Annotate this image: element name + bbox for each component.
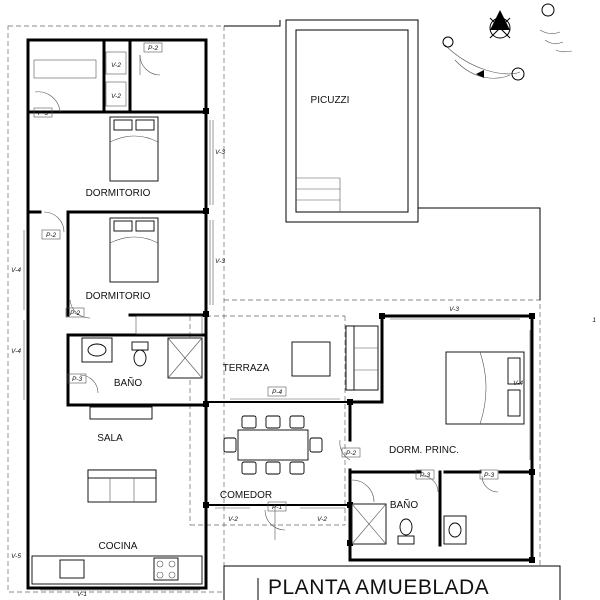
room-label-dorm-princ: DORM. PRINC. bbox=[389, 445, 459, 456]
compass-icon bbox=[490, 10, 510, 30]
window-tag: V-1 bbox=[77, 591, 87, 598]
sink-icon bbox=[59, 559, 85, 579]
coffee-table bbox=[291, 341, 331, 377]
door-tag: P-3 bbox=[420, 472, 431, 479]
bed bbox=[109, 217, 159, 283]
plan-title: PLANTA AMUEBLADA bbox=[268, 576, 489, 599]
room-label-sala: SALA bbox=[97, 433, 123, 444]
window-tag: V-4 bbox=[11, 348, 21, 355]
room-labels: DORMITORIO DORMITORIO BAÑO TERRAZA SALA … bbox=[86, 188, 459, 552]
door-tag: P-2 bbox=[346, 450, 357, 457]
room-label-cocina: COCINA bbox=[99, 541, 138, 552]
window-tag: V-2 bbox=[228, 516, 238, 523]
doors bbox=[34, 54, 499, 540]
window-tag: V-2 bbox=[317, 516, 327, 523]
stove-icon bbox=[153, 557, 179, 581]
window-tag: V-4 bbox=[11, 267, 21, 274]
door-tag: P-2 bbox=[70, 310, 81, 317]
window-tag: V-4 bbox=[513, 380, 523, 387]
sofa bbox=[87, 469, 157, 503]
room-label-comedor: COMEDOR bbox=[220, 490, 272, 501]
door-tag: P-4 bbox=[272, 389, 283, 396]
walls bbox=[26, 38, 535, 590]
closet-tag: V-2 bbox=[111, 93, 121, 100]
beds bbox=[109, 116, 525, 425]
edge-mark: 1 bbox=[592, 317, 596, 324]
windows bbox=[23, 120, 531, 591]
room-label-dormitorio-2: DORMITORIO bbox=[86, 291, 151, 302]
pool: PICUZZI bbox=[285, 19, 419, 223]
closet-tag: V-2 bbox=[111, 62, 121, 69]
sun-path-diagram bbox=[442, 3, 573, 81]
door-tag: P-3 bbox=[484, 472, 495, 479]
room-label-dormitorio-1: DORMITORIO bbox=[86, 188, 151, 199]
window-tags: V-3 V-3 V-4 V-4 V-5 V-1 V-2 V-2 V-3 V-4 bbox=[11, 149, 523, 598]
door-tag: P-2 bbox=[148, 45, 159, 52]
room-label-terraza: TERRAZA bbox=[223, 363, 270, 374]
pool-label: PICUZZI bbox=[311, 95, 350, 106]
window-tag: V-3 bbox=[215, 149, 225, 156]
title-block: PLANTA AMUEBLADA bbox=[223, 565, 561, 600]
furniture bbox=[31, 325, 379, 585]
door-tag: P-3 bbox=[38, 110, 49, 117]
room-label-bano-1: BAÑO bbox=[114, 376, 143, 389]
door-tag: P-3 bbox=[72, 376, 83, 383]
dining-table bbox=[223, 415, 323, 475]
master-bed bbox=[445, 351, 525, 425]
closets: V-2 V-2 bbox=[33, 51, 203, 335]
kitchen-counter bbox=[31, 555, 203, 585]
bathroom-fixtures bbox=[81, 337, 467, 545]
window-tag: V-3 bbox=[215, 258, 225, 265]
door-tag: P-2 bbox=[46, 232, 57, 239]
terrace-sofa bbox=[345, 325, 379, 391]
sun-icon bbox=[442, 36, 454, 48]
window-tag: V-3 bbox=[449, 306, 459, 313]
tv-stand bbox=[89, 406, 153, 420]
door-tags: P-2 P-3 P-2 P-2 P-3 P-4 P-2 P-1 P-3 P-3 bbox=[33, 42, 499, 512]
sun-icon bbox=[541, 3, 555, 17]
room-label-bano-2: BAÑO bbox=[390, 498, 419, 511]
window-tag: V-5 bbox=[11, 553, 21, 560]
bed bbox=[109, 116, 159, 182]
door-tag: P-1 bbox=[272, 504, 283, 511]
sun-icon bbox=[511, 67, 525, 81]
